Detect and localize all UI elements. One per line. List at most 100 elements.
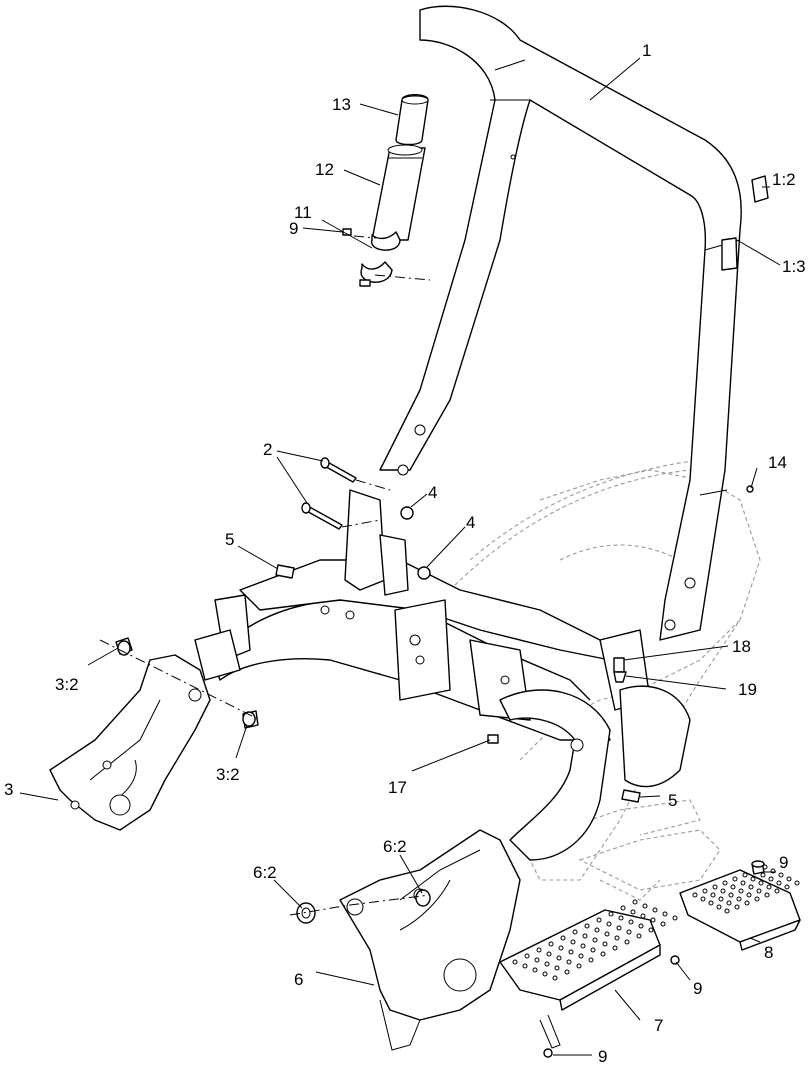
perforation-hole <box>722 880 728 886</box>
perforation-hole <box>584 923 590 929</box>
perforation-hole <box>608 911 614 917</box>
perforation-hole <box>590 947 596 953</box>
perforation-hole <box>576 963 582 969</box>
perforation-hole <box>744 900 750 906</box>
perforation-hole <box>564 969 570 975</box>
perforation-hole <box>740 880 746 886</box>
perforation-hole <box>746 892 752 898</box>
perforation-hole <box>512 959 518 965</box>
perforation-hole <box>544 961 550 967</box>
perforation-hole <box>566 959 572 965</box>
perforation-hole <box>754 896 760 902</box>
callout-labels: 1 1:2 1:3 13 12 11 9 2 4 4 5 14 18 19 3:… <box>4 41 806 1066</box>
perforation-hole <box>756 888 762 894</box>
perforation-hole <box>720 888 726 894</box>
callout-6: 6 <box>294 970 303 989</box>
perforation-hole <box>604 931 610 937</box>
step-plate-8-perforations <box>692 864 800 914</box>
perforation-hole <box>600 951 606 957</box>
perforation-hole <box>662 911 668 917</box>
perforation-hole <box>558 945 564 951</box>
callout-1-3: 1:3 <box>782 257 806 276</box>
callout-3-2-upper: 3:2 <box>55 675 79 694</box>
perforation-hole <box>618 915 624 921</box>
perforation-hole <box>588 957 594 963</box>
perforation-hole <box>548 941 554 947</box>
hardware <box>275 457 754 803</box>
perforation-hole <box>630 909 636 915</box>
perforation-hole <box>570 939 576 945</box>
callout-9-bottom: 9 <box>598 1047 607 1066</box>
step-plate-7 <box>499 899 678 1049</box>
perforation-hole <box>560 935 566 941</box>
perforation-hole <box>638 923 644 929</box>
perforation-hole <box>632 899 638 905</box>
perforation-hole <box>602 941 608 947</box>
perforation-hole <box>708 900 714 906</box>
callout-2: 2 <box>263 440 272 459</box>
leader-lines <box>19 57 781 1056</box>
callout-3-2-lower: 3:2 <box>216 765 240 784</box>
perforation-hole <box>582 933 588 939</box>
callout-9-top: 9 <box>289 219 298 238</box>
callout-13: 13 <box>332 95 351 114</box>
perforation-hole <box>542 971 548 977</box>
perforation-hole <box>786 876 792 882</box>
perforation-hole <box>612 945 618 951</box>
perforation-hole <box>596 917 602 923</box>
left-bracket <box>49 637 261 831</box>
perforation-hole <box>650 917 656 923</box>
callout-12: 12 <box>315 160 334 179</box>
perforation-hole <box>726 900 732 906</box>
callout-14: 14 <box>768 453 787 472</box>
perforation-hole <box>728 892 734 898</box>
canister-assembly <box>342 94 429 287</box>
callout-7: 7 <box>654 1016 663 1035</box>
perforation-hole <box>578 953 584 959</box>
perforation-hole <box>768 876 774 882</box>
perforation-hole <box>758 880 764 886</box>
perforation-hole <box>738 888 744 894</box>
callout-4-lower: 4 <box>466 513 475 532</box>
callout-9-plate8: 9 <box>779 853 788 872</box>
callout-11: 11 <box>294 203 312 222</box>
perforation-hole <box>556 955 562 961</box>
perforation-hole <box>552 975 558 981</box>
callout-8: 8 <box>764 943 773 962</box>
callout-1-2: 1:2 <box>772 170 796 189</box>
perforation-hole <box>616 925 622 931</box>
perforation-hole <box>672 915 678 921</box>
perforation-hole <box>776 880 782 886</box>
perforation-hole <box>700 896 706 902</box>
perforation-hole <box>778 872 784 878</box>
perforation-hole <box>614 935 620 941</box>
perforation-hole <box>640 913 646 919</box>
perforation-hole <box>760 872 766 878</box>
perforation-hole <box>580 943 586 949</box>
perforation-hole <box>522 963 528 969</box>
perforation-hole <box>716 904 722 910</box>
perforation-hole <box>592 937 598 943</box>
perforation-hole <box>766 884 772 890</box>
perforation-hole <box>718 896 724 902</box>
perforation-hole <box>692 892 698 898</box>
assembly-lines <box>341 235 431 528</box>
perforation-hole <box>572 929 578 935</box>
perforation-hole <box>546 951 552 957</box>
perforation-hole <box>734 904 740 910</box>
perforation-hole <box>626 929 632 935</box>
callout-4-upper: 4 <box>428 483 437 502</box>
callout-6-2-left: 6:2 <box>253 863 277 882</box>
perforation-hole <box>742 872 748 878</box>
callout-18: 18 <box>732 637 751 656</box>
perforation-hole <box>750 876 756 882</box>
perforation-hole <box>730 884 736 890</box>
perforation-hole <box>748 884 754 890</box>
perforation-hole <box>554 965 560 971</box>
callout-17: 17 <box>388 778 407 797</box>
perforation-hole <box>702 888 708 894</box>
perforation-hole <box>652 907 658 913</box>
step-plate-8 <box>679 864 801 951</box>
right-bracket <box>289 829 521 1051</box>
